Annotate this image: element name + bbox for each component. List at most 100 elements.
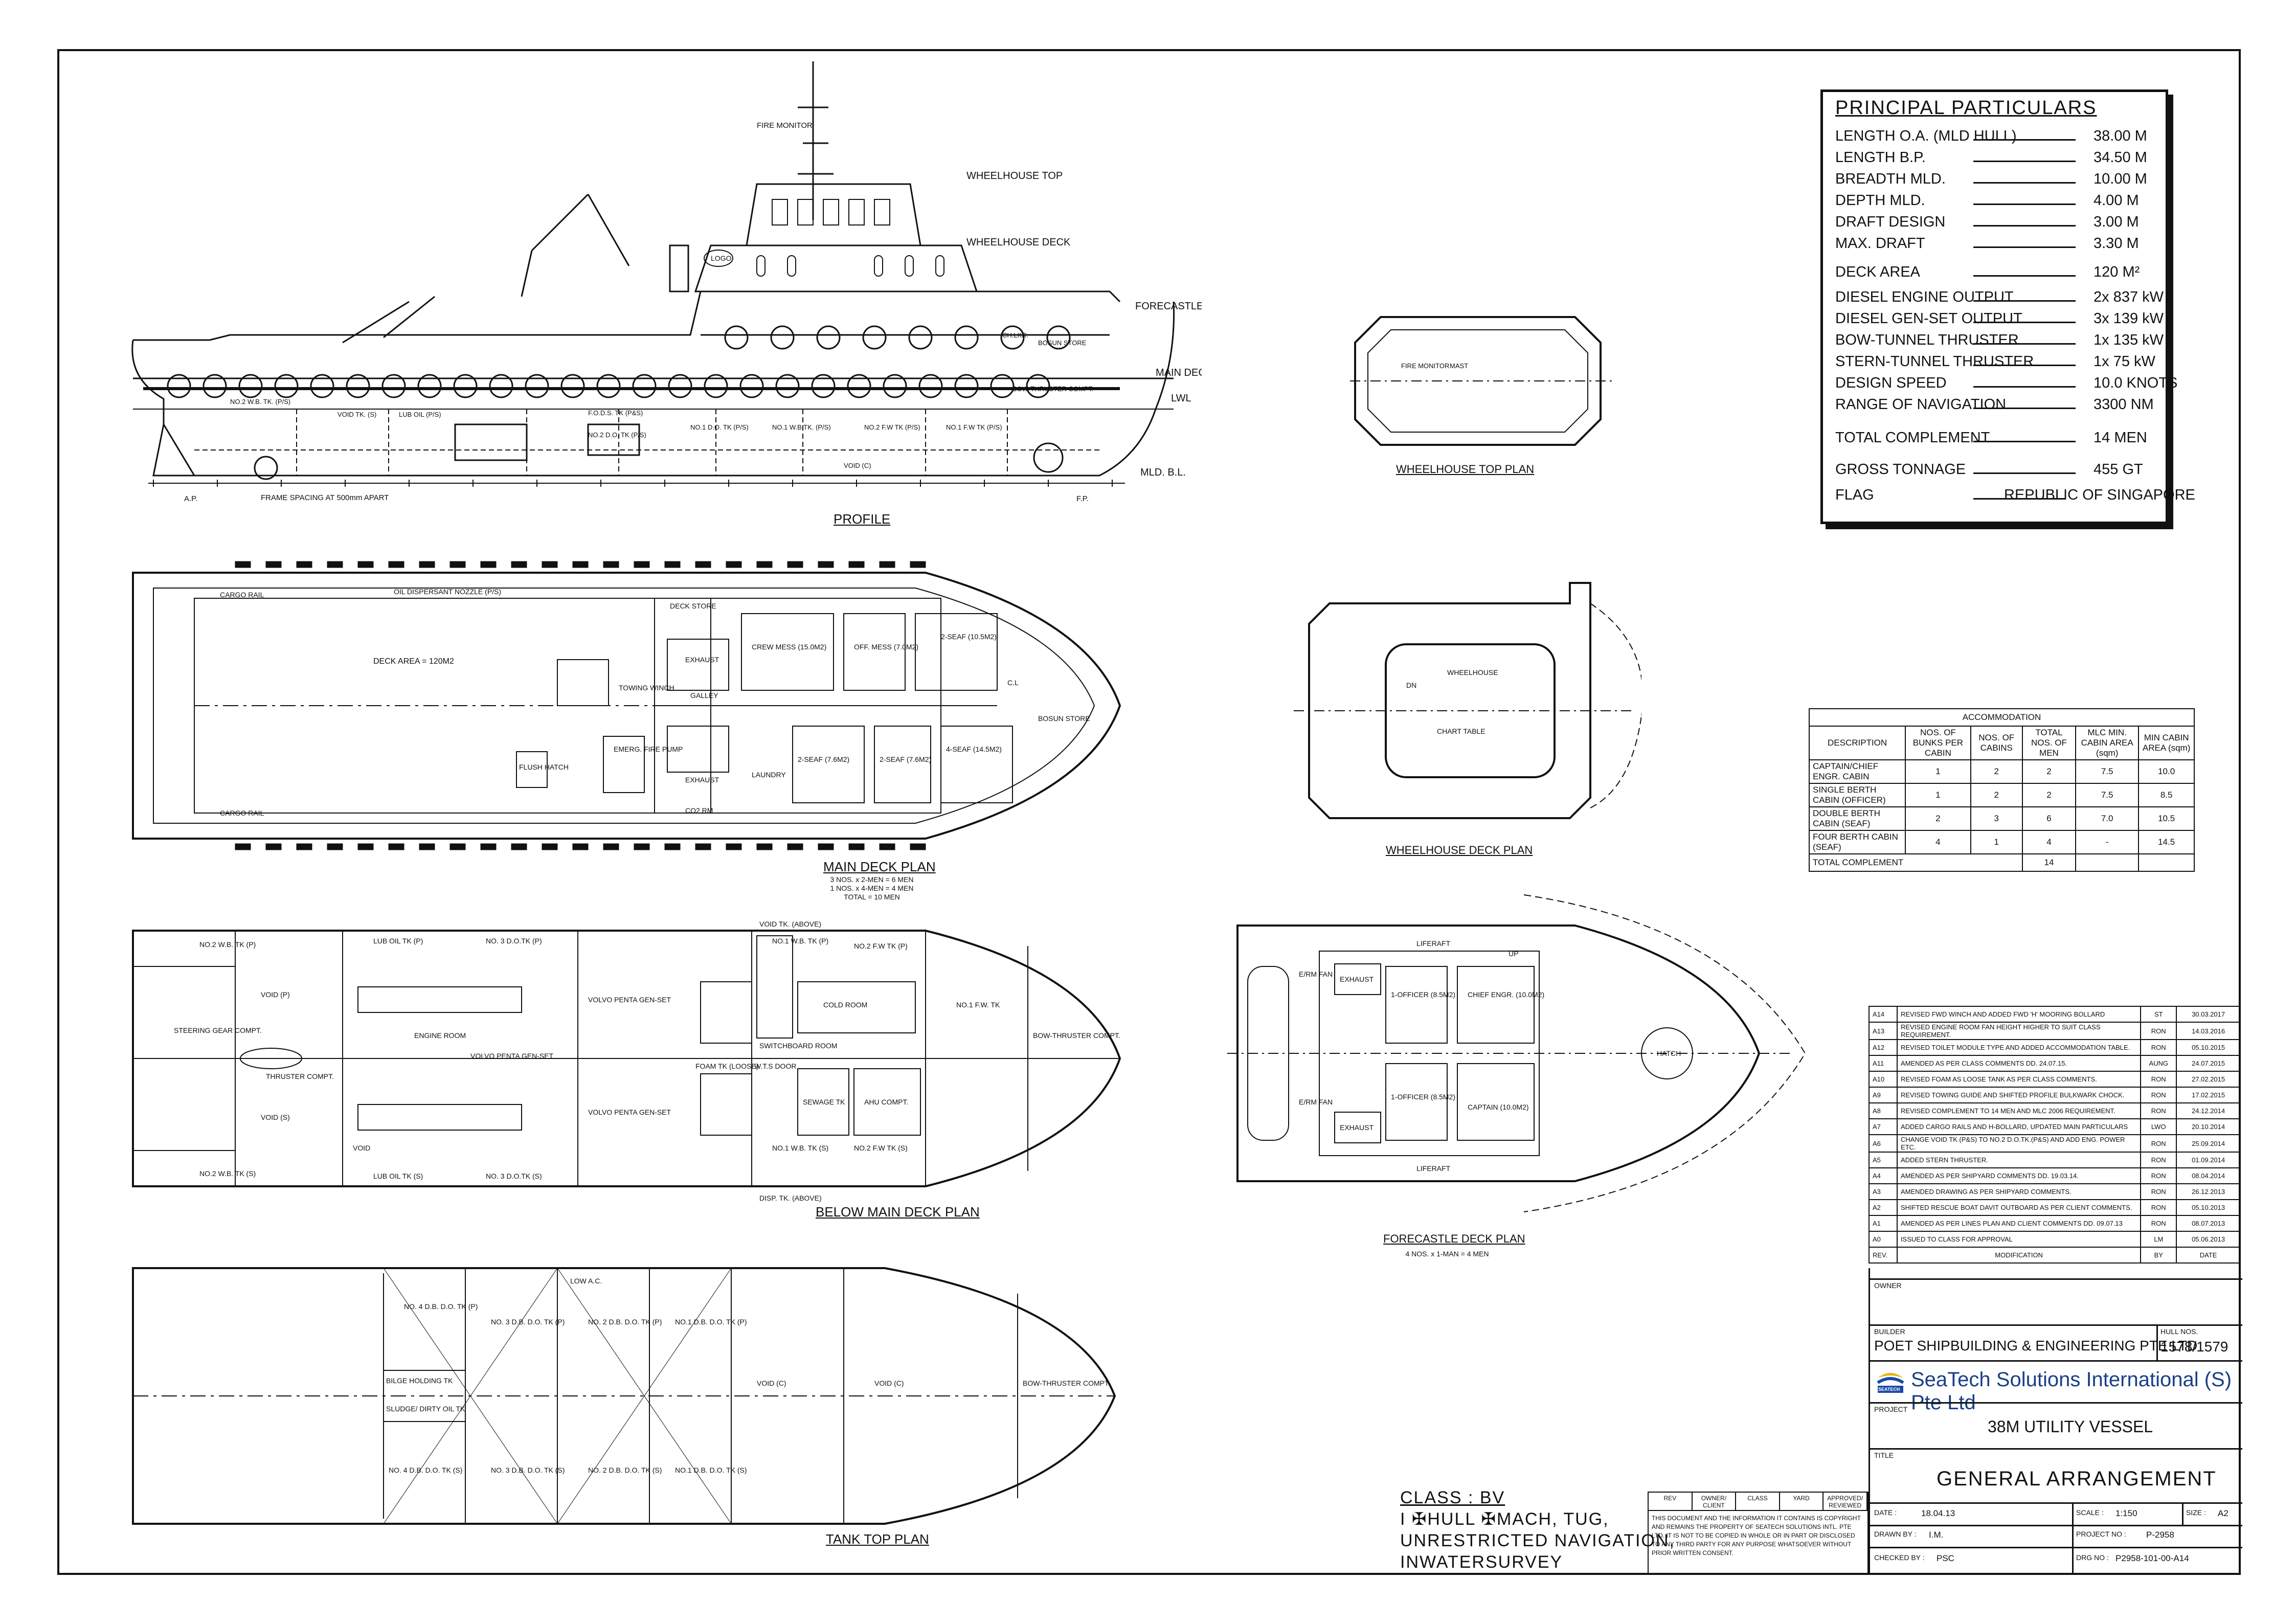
title-block: OWNER BUILDER POET SHIPBUILDING & ENGINE… [1869,1268,2242,1575]
towing-winch-label: TOWING WINCH [619,684,674,692]
drawing-frame [57,49,2241,1575]
forecastle-deck-plan: E/RM FAN E/RM FAN EXHAUST EXHAUST 1-OFFI… [1227,894,1806,1212]
co2-room-label: CO2 RM [685,806,713,815]
acc-header: MLC MIN. CABIN AREA (sqm) [2075,726,2140,760]
gen-set-label: VOLVO PENTA GEN-SET [470,1052,554,1060]
wheelhouse-label: WHEELHOUSE [1447,668,1498,676]
profile-logo-text: LOGO [711,254,732,262]
below-tank-label: LUB OIL TK (S) [373,1172,423,1180]
ap-label: A.P. [184,494,197,503]
switchboard-room-label: SWITCHBOARD ROOM [759,1042,837,1050]
sludge-tank-label: SLUDGE/ DIRTY OIL TK [386,1405,465,1413]
date-label: DATE : [1874,1508,1897,1517]
drg-no-value: P2958-101-00-A14 [2115,1553,2189,1563]
fcs-exhaust-label: EXHAUST [1340,975,1374,983]
accommodation-title: ACCOMMODATION [1809,708,2195,727]
drg-no-label: DRG NO : [2076,1553,2109,1562]
date-value: 18.04.13 [1921,1508,1955,1518]
below-tank-label: LUB OIL TK (P) [373,937,423,945]
chief-engr-cabin-label: CHIEF ENGR. (10.0M2) [1468,990,1544,999]
tank-top-void-label: VOID (C) [757,1379,786,1387]
wheelhouse-top-fire-monitor: FIRE MONITOR [1401,362,1449,370]
profile-tank-label: NO.1 F.W TK (P/S) [946,423,1002,431]
cold-room-label: COLD ROOM [823,1001,867,1009]
fcs-hatch-label: HATCH [1657,1049,1681,1057]
galley-label: GALLEY [690,691,718,700]
builder-name: POET SHIPBUILDING & ENGINEERING PTE LTD [1874,1338,2198,1354]
tank-top-label: NO.1 D.B. D.O. TK (S) [675,1466,747,1474]
foam-tank-label: FOAM TK (LOOSE) [695,1062,758,1070]
tank-top-label: NO. 4 D.B. D.O. TK (S) [389,1466,462,1474]
below-tank-label: NO. 3 D.O.TK (P) [486,937,542,945]
er-fan-label: E/RM FAN [1299,970,1333,978]
drawn-by-value: I.M. [1929,1530,1944,1540]
forecastle-complement-note: 4 NOS. x 1-MAN = 4 MEN [1405,1250,1489,1258]
two-seaf-cabin-label: 2-SEAF (7.6M2) [798,755,849,763]
frame-spacing-note: FRAME SPACING AT 500mm APART [261,493,389,502]
tank-top-bow-thruster: BOW-THRUSTER COMPT. [1023,1379,1110,1387]
main-deck-plan: CARGO RAIL CARGO RAIL OIL DISPERSANT NOZ… [132,561,1121,850]
wheelhouse-top-plan: FIRE MONITOR MAST [1350,316,1616,446]
mld-bl-label: MLD. B.L. [1140,467,1186,478]
below-tank-label: NO.1 W.B. TK (P) [772,937,828,945]
profile-tank-label: NO.2 F.W TK (P/S) [864,423,920,431]
stamp-cell: APPROVED/ REVIEWED [1824,1493,1867,1510]
officer-mess-label: OFF. MESS (7.0M2) [854,643,918,651]
wheelhouse-deck-label: WHEELHOUSE DECK [966,237,1071,248]
profile-bosun-store: BOSUN STORE [1038,339,1087,347]
bosun-store-label: BOSUN STORE [1038,714,1090,723]
project-name: 38M UTILITY VESSEL [1988,1417,2153,1436]
wheelhouse-deck-plan: WHEELHOUSE CHART TABLE DN [1294,582,1641,819]
stamp-cell: CLASS [1736,1493,1780,1510]
tank-top-low-ac: LOW A.C. [570,1277,602,1285]
ahu-compt-label: AHU COMPT. [864,1098,908,1106]
gen-set-label: VOLVO PENTA GEN-SET [588,1108,671,1116]
scale-label: SCALE : [2076,1508,2104,1517]
below-tank-label: NO.2 F.W TK (P) [854,942,908,950]
profile-tank-label: VOID TK. (S) [337,411,376,418]
particular-row: BREADTH MLD.10.00 M [1835,171,2147,187]
forecastle-deck-plan-title: FORECASTLE DECK PLAN [1383,1232,1525,1245]
profile-tank-label: NO.1 D.O. TK (P/S) [690,423,749,431]
bilge-tank-label: BILGE HOLDING TK [386,1377,453,1385]
two-seaf-cabin-label: 2-SEAF (7.6M2) [880,755,931,763]
acc-header: TOTAL NOS. OF MEN [2021,726,2077,760]
fcs-exhaust-label: EXHAUST [1340,1123,1374,1132]
drawing-title: GENERAL ARRANGEMENT [1937,1468,2217,1490]
project-no-label: PROJECT NO : [2076,1530,2126,1538]
thruster-compt-label: THRUSTER COMPT. [266,1072,334,1080]
acc-header: NOS. OF BUNKS PER CABIN [1905,726,1971,760]
below-void-label: VOID (P) [261,990,290,999]
emergency-fire-pump-label: EMERG. FIRE PUMP [614,745,683,753]
below-main-deck-plan-title: BELOW MAIN DECK PLAN [816,1204,980,1220]
stamp-cell: REV [1649,1493,1693,1510]
tank-top-plan-title: TANK TOP PLAN [826,1531,929,1547]
owner-label: OWNER [1874,1281,1902,1290]
below-tank-label: NO.1 F.W. TK [956,1001,1000,1009]
exhaust-label: EXHAUST [685,776,719,784]
cargo-rail-label: CARGO RAIL [220,591,264,599]
two-seaf-cabin-label: 2-SEAF (10.5M2) [941,633,997,641]
title-label: TITLE [1874,1451,1894,1459]
stamp-cell: OWNER/ CLIENT [1693,1493,1737,1510]
approval-stamp: REV OWNER/ CLIENT CLASS YARD APPROVED/ R… [1648,1492,1869,1575]
main-deck-complement-note: 3 NOS. x 2-MEN = 6 MEN 1 NOS. x 4-MEN = … [830,875,914,901]
below-tank-label: NO.2 W.B. TK (S) [199,1169,256,1178]
wheelhouse-top-plan-title: WHEELHOUSE TOP PLAN [1396,463,1535,476]
main-deck-plan-title: MAIN DECK PLAN [823,859,936,874]
checked-by-value: PSC [1937,1553,1954,1563]
fp-label: F.P. [1076,494,1089,503]
